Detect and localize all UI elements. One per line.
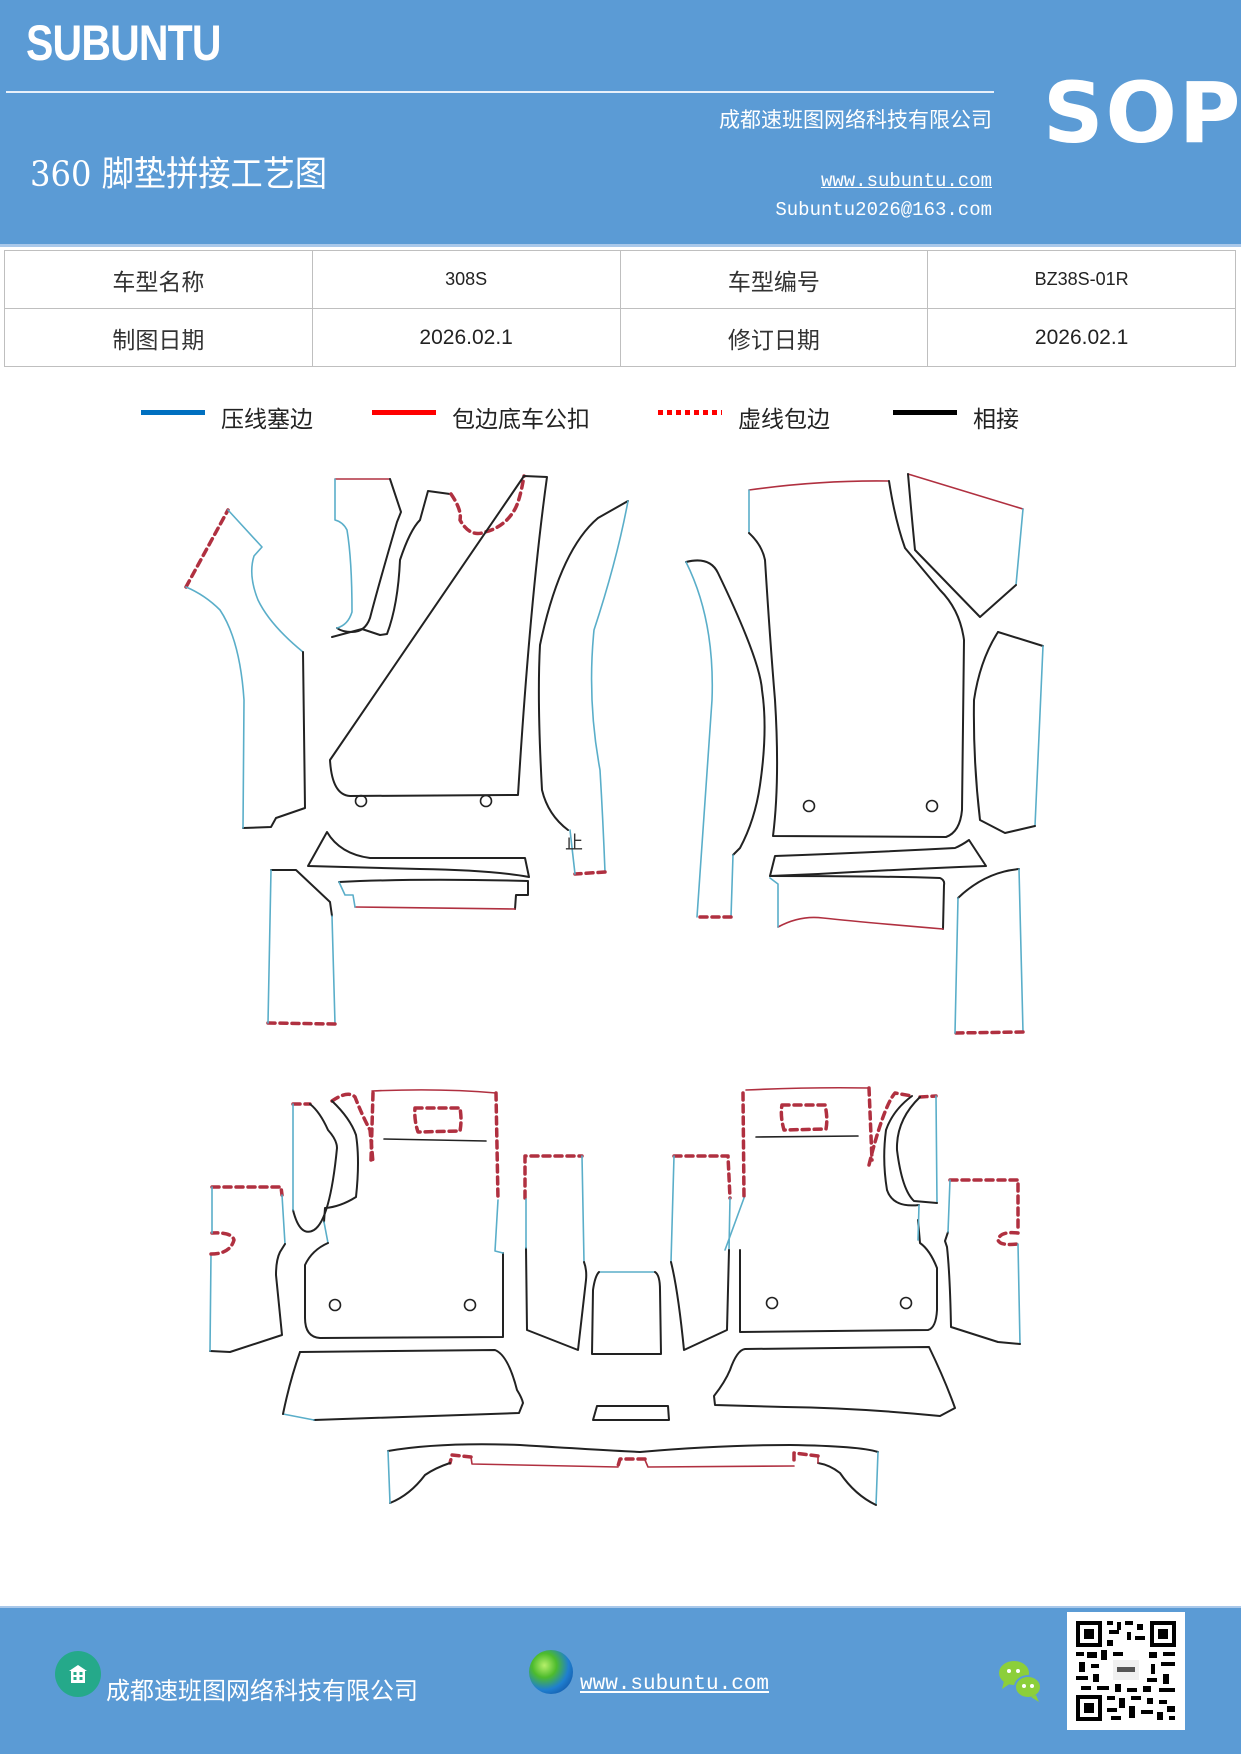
piece-left-crossbar <box>307 831 530 878</box>
piece-left-heel <box>338 878 529 910</box>
company-name: 成都速班图网络科技有限公司 <box>719 108 992 132</box>
qr-code-graphic <box>1076 1621 1176 1721</box>
floor-mat-diagram: .k { stroke:#222; stroke-width:2; fill:n… <box>0 450 1241 1530</box>
piece-rear-left-mat <box>328 1089 504 1312</box>
building-glyph <box>69 1665 87 1683</box>
piece-rear-tunnel-strip <box>592 1405 670 1421</box>
piece-front-left-side <box>184 508 306 829</box>
legend-item-black: 相接 <box>893 400 1019 434</box>
info-table: 车型名称 308S 车型编号 BZ38S-01R 制图日期 2026.02.1 … <box>4 250 1236 367</box>
piece-passenger-mat <box>748 480 965 838</box>
header-bottom-border <box>0 244 1241 247</box>
wechat-glyph <box>999 1661 1042 1702</box>
legend: 压线塞边 包边底车公扣 虚线包边 相接 <box>0 400 1241 440</box>
revision-date-label: 修订日期 <box>619 308 929 367</box>
email-text: Subuntu2026@163.com <box>775 199 992 221</box>
header-divider <box>6 91 994 93</box>
piece-rear-left-door <box>291 1102 338 1233</box>
wechat-icon[interactable] <box>996 1656 1046 1706</box>
piece-rear-left-kick <box>282 1349 524 1421</box>
piece-front-left-pillar <box>334 478 402 633</box>
draw-date-value: 2026.02.1 <box>311 308 621 367</box>
piece-left-lower-side <box>266 869 337 1026</box>
model-name-value: 308S <box>311 250 621 309</box>
piece-driver-mat <box>329 474 548 808</box>
piece-front-right-curve <box>685 559 766 919</box>
draw-date-label: 制图日期 <box>4 308 313 367</box>
piece-rear-long-bar <box>387 1443 879 1506</box>
piece-rear-right-strip <box>867 1091 920 1241</box>
piece-rear-left-center <box>523 1154 588 1351</box>
footer: 成都速班图网络科技有限公司 www.subuntu.com <box>0 1606 1241 1754</box>
brand-logo: SUBUNTU <box>26 15 222 71</box>
piece-rear-right-center <box>670 1154 732 1351</box>
blue-line-swatch <box>141 409 205 415</box>
piece-front-left-curve: 止 <box>537 500 629 876</box>
piece-right-heel <box>769 875 946 930</box>
footer-company-name: 成都速班图网络科技有限公司 <box>106 1677 418 1705</box>
piece-rear-right-side <box>944 1178 1021 1345</box>
red-line-swatch <box>372 409 436 415</box>
mat-pieces-svg: .k { stroke:#222; stroke-width:2; fill:n… <box>184 473 1044 1506</box>
table-row: 车型名称 308S 车型编号 BZ38S-01R <box>4 250 1236 309</box>
table-row: 制图日期 2026.02.1 修订日期 2026.02.1 <box>4 308 1236 367</box>
legend-label: 相接 <box>973 407 1019 433</box>
globe-icon <box>529 1650 573 1694</box>
qr-code[interactable] <box>1067 1612 1185 1730</box>
model-code-value: BZ38S-01R <box>927 250 1236 309</box>
legend-label: 虚线包边 <box>738 407 830 433</box>
legend-label: 包边底车公扣 <box>452 407 590 433</box>
legend-item-red: 包边底车公扣 <box>372 400 590 434</box>
piece-right-lower-side <box>953 868 1025 1035</box>
model-code-label: 车型编号 <box>619 250 929 309</box>
piece-rear-right-kick <box>713 1346 956 1417</box>
legend-item-dotted: 虚线包边 <box>658 400 830 434</box>
stop-mark-label: 止 <box>565 833 583 854</box>
footer-top-border <box>0 1606 1241 1608</box>
legend-label: 压线塞边 <box>221 407 313 433</box>
piece-rear-left-side <box>209 1185 286 1353</box>
piece-front-right-side <box>972 631 1044 834</box>
piece-rear-tunnel <box>591 1271 662 1355</box>
piece-right-crossbar <box>769 839 987 877</box>
footer-website-link[interactable]: www.subuntu.com <box>580 1673 770 1696</box>
black-line-swatch <box>893 409 957 415</box>
piece-front-right-upper <box>907 473 1024 618</box>
revision-date-value: 2026.02.1 <box>927 308 1236 367</box>
website-link[interactable]: www.subuntu.com <box>820 170 992 192</box>
header: SUBUNTU 360 脚垫拼接工艺图 成都速班图网络科技有限公司 www.su… <box>0 0 1241 247</box>
dotted-line-swatch <box>658 409 722 415</box>
sop-badge: SOP <box>1043 64 1241 162</box>
piece-rear-right-door <box>895 1094 938 1204</box>
building-icon <box>55 1651 101 1697</box>
legend-item-blue: 压线塞边 <box>141 400 313 434</box>
page-title: 360 脚垫拼接工艺图 <box>30 155 328 195</box>
model-name-label: 车型名称 <box>4 250 313 309</box>
piece-rear-right-mat <box>724 1086 938 1333</box>
